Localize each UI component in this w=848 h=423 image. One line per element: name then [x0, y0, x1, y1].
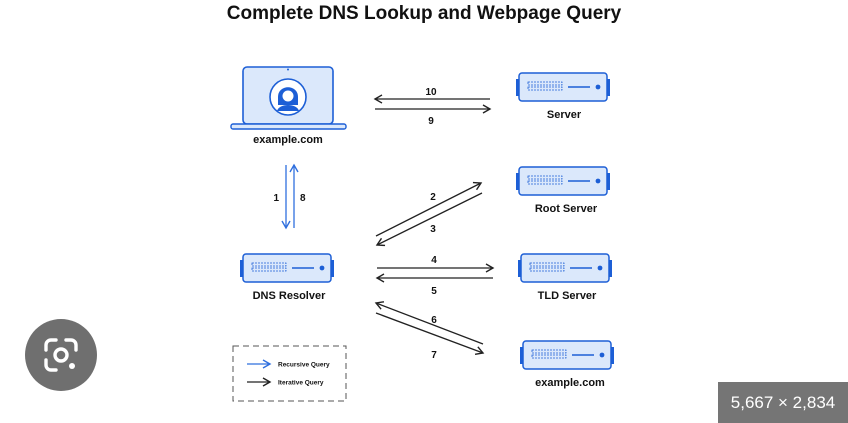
image-dimensions-badge: 5,667 × 2,834: [718, 382, 848, 423]
arrow-step-3: [375, 192, 483, 247]
step-label-3: 3: [430, 224, 436, 235]
dns-resolver-label: DNS Resolver: [253, 290, 326, 302]
dns-resolver-icon: [239, 253, 335, 283]
page-title: Complete DNS Lookup and Webpage Query: [227, 3, 622, 24]
server-icon: [515, 72, 611, 102]
step-label-8: 8: [300, 193, 306, 204]
arrow-step-6: [374, 301, 484, 345]
legend-recursive-label: Recursive Query: [278, 362, 330, 369]
authoritative-server-icon: [519, 340, 615, 370]
arrow-step-7: [375, 312, 485, 355]
server-label: Server: [547, 109, 582, 121]
step-label-4: 4: [431, 255, 437, 266]
google-lens-button[interactable]: [25, 319, 97, 391]
step-label-5: 5: [431, 286, 437, 297]
laptop-icon: [230, 66, 347, 130]
root-server-icon: [515, 166, 611, 196]
legend-iterative-label: Iterative Query: [278, 380, 324, 387]
step-label-1: 1: [273, 193, 279, 204]
step-label-9: 9: [428, 116, 434, 127]
root-server-label: Root Server: [535, 203, 598, 215]
legend: Recursive Query Iterative Query: [232, 345, 347, 402]
step-label-7: 7: [431, 350, 437, 361]
step-label-6: 6: [431, 315, 437, 326]
client-label: example.com: [253, 134, 323, 146]
tld-server-icon: [517, 253, 613, 283]
google-lens-icon: [44, 338, 78, 372]
tld-server-label: TLD Server: [538, 290, 597, 302]
step-label-10: 10: [425, 87, 437, 98]
arrow-step-2: [375, 181, 483, 237]
authoritative-server-label: example.com: [535, 377, 605, 389]
step-label-2: 2: [430, 192, 436, 203]
